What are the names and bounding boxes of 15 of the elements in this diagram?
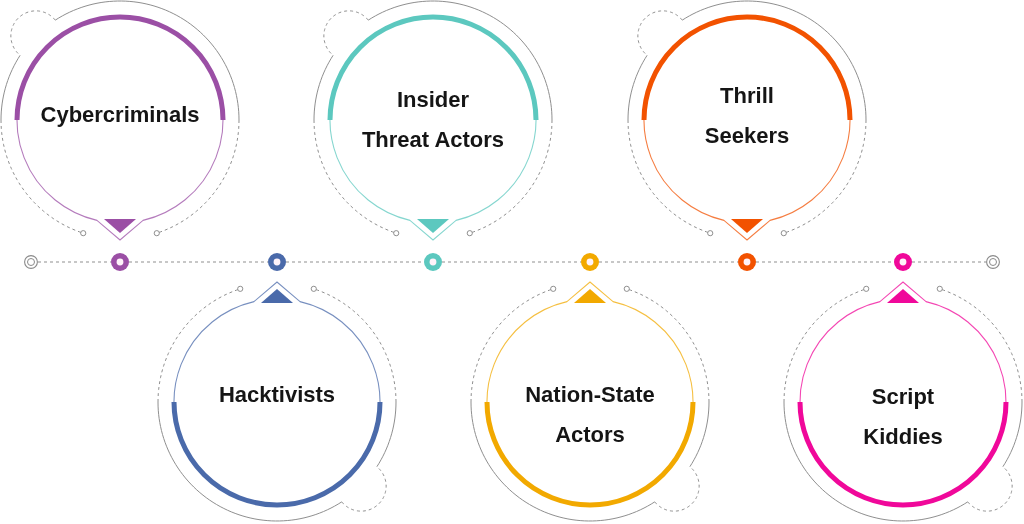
timeline-dot	[738, 253, 756, 271]
node-label: Hacktivists	[218, 381, 336, 409]
timeline-dot	[424, 253, 442, 271]
timeline-line	[911, 261, 987, 263]
node-label: Cybercriminals	[40, 101, 200, 129]
node-label: Insider Threat Actors	[361, 86, 505, 154]
timeline-end-marker	[24, 255, 38, 269]
timeline-dot	[894, 253, 912, 271]
timeline-end-marker	[986, 255, 1000, 269]
node-label: Thrill Seekers	[704, 82, 790, 150]
node-label: Nation-State Actors	[525, 381, 655, 449]
timeline-dot	[111, 253, 129, 271]
timeline-dot	[581, 253, 599, 271]
timeline-dot	[268, 253, 286, 271]
node-label: Script Kiddies	[863, 383, 943, 451]
